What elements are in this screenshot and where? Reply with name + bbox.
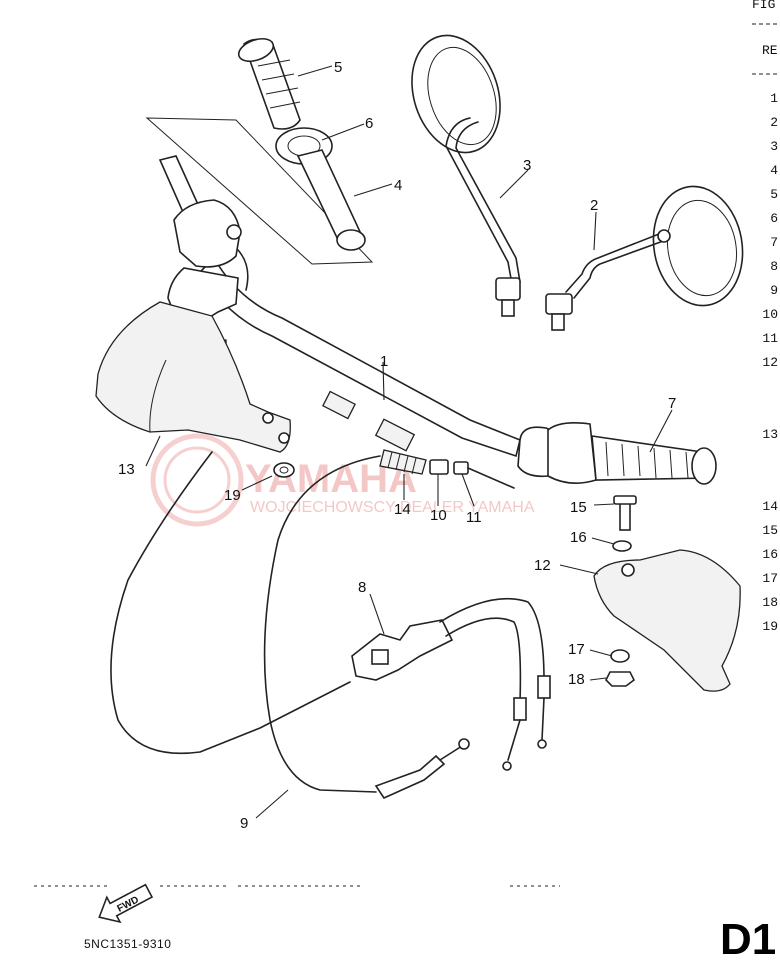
callout-13: 13 xyxy=(118,461,135,478)
table-header-fig: FIG xyxy=(752,0,775,12)
table-row-14: 14 xyxy=(762,499,778,514)
table-row-5: 5 xyxy=(770,187,778,202)
callout-2: 2 xyxy=(590,197,598,214)
table-row-17: 17 xyxy=(762,571,778,586)
callout-11: 11 xyxy=(466,509,482,526)
dealer-watermark: YAMAHA WOJCIECHOWSCY DEALER YAMAHA xyxy=(150,433,535,527)
grip-detail-box xyxy=(145,117,374,265)
callout-9: 9 xyxy=(240,815,248,832)
left-hand-guard xyxy=(95,301,291,453)
page-id: D1 xyxy=(720,915,776,963)
callout-18: 18 xyxy=(568,671,585,688)
table-row-10: 10 xyxy=(762,307,778,322)
callout-1: 1 xyxy=(380,353,388,370)
callout-17: 17 xyxy=(568,641,585,658)
watermark-dealer: WOJCIECHOWSCY DEALER YAMAHA xyxy=(250,499,535,516)
table-row-6: 6 xyxy=(770,211,778,226)
fwd-label: FWD xyxy=(116,894,141,914)
table-row-15: 15 xyxy=(762,523,778,538)
callout-15: 15 xyxy=(570,499,587,516)
clutch-cable xyxy=(110,451,351,755)
table-row-8: 8 xyxy=(770,259,778,274)
cable-adjuster xyxy=(379,449,515,489)
callout-4: 4 xyxy=(394,177,402,194)
callout-5: 5 xyxy=(334,59,342,76)
left-grip-5 xyxy=(237,37,301,130)
diagram-code: 5NC1351-9310 xyxy=(84,937,171,951)
cable-9 xyxy=(263,455,381,793)
table-row-3: 3 xyxy=(770,139,778,154)
table-row-16: 16 xyxy=(762,547,778,562)
grip-sleeve-6 xyxy=(275,127,366,251)
table-row-7: 7 xyxy=(770,235,778,250)
table-row-11: 11 xyxy=(762,331,778,346)
throttle-grip-7 xyxy=(517,422,717,485)
mirror-3 xyxy=(411,34,521,317)
cable-9-end xyxy=(374,754,446,800)
table-row-19: 19 xyxy=(762,619,778,634)
table-row-1: 1 xyxy=(770,91,778,106)
table-row-9: 9 xyxy=(770,283,778,298)
right-hand-guard xyxy=(593,495,741,692)
callout-10: 10 xyxy=(430,507,447,524)
table-row-12: 12 xyxy=(762,355,778,370)
leader-lines xyxy=(145,65,673,819)
callout-3: 3 xyxy=(523,157,531,174)
table-row-2: 2 xyxy=(770,115,778,130)
callout-8: 8 xyxy=(358,579,366,596)
callout-19: 19 xyxy=(224,487,241,504)
table-row-18: 18 xyxy=(762,595,778,610)
fwd-arrow-icon: FWD xyxy=(98,883,154,924)
callout-6: 6 xyxy=(365,115,373,132)
table-row-4: 4 xyxy=(770,163,778,178)
table-header-ref: RE xyxy=(762,43,778,58)
callout-16: 16 xyxy=(570,529,587,546)
callout-7: 7 xyxy=(668,395,676,412)
throttle-cables-8 xyxy=(351,597,551,771)
callout-12: 12 xyxy=(534,557,551,574)
washer-19 xyxy=(273,462,295,478)
callout-14: 14 xyxy=(394,501,411,518)
mirror-2 xyxy=(545,185,744,331)
table-row-13: 13 xyxy=(762,427,778,442)
